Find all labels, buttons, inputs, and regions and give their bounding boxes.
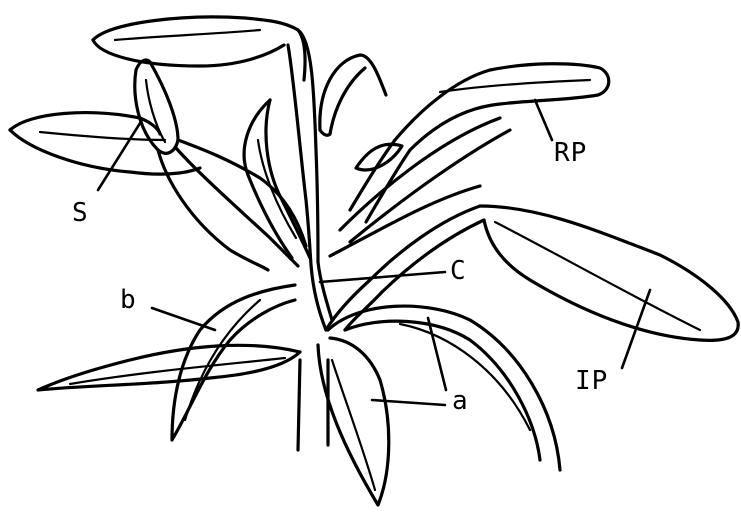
leader-c <box>320 272 445 282</box>
label-a: a <box>452 388 469 414</box>
label-rp: RP <box>554 140 587 166</box>
central-folded-leaves <box>244 100 310 258</box>
label-ip: IP <box>575 368 608 394</box>
upper-left-leaf <box>93 17 305 80</box>
label-c: C <box>450 258 467 284</box>
label-s: S <box>72 200 89 226</box>
leader-s <box>98 120 142 190</box>
leader-a-lower <box>372 400 445 405</box>
leader-ip <box>622 290 650 368</box>
left-drooping-leaves <box>38 285 300 440</box>
lower-right-leaves <box>328 306 560 470</box>
leader-rp <box>535 100 552 140</box>
label-b: b <box>120 287 137 313</box>
left-horizontal-leaf <box>10 113 200 174</box>
small-top-leaf <box>320 55 386 135</box>
leader-b <box>152 308 215 330</box>
